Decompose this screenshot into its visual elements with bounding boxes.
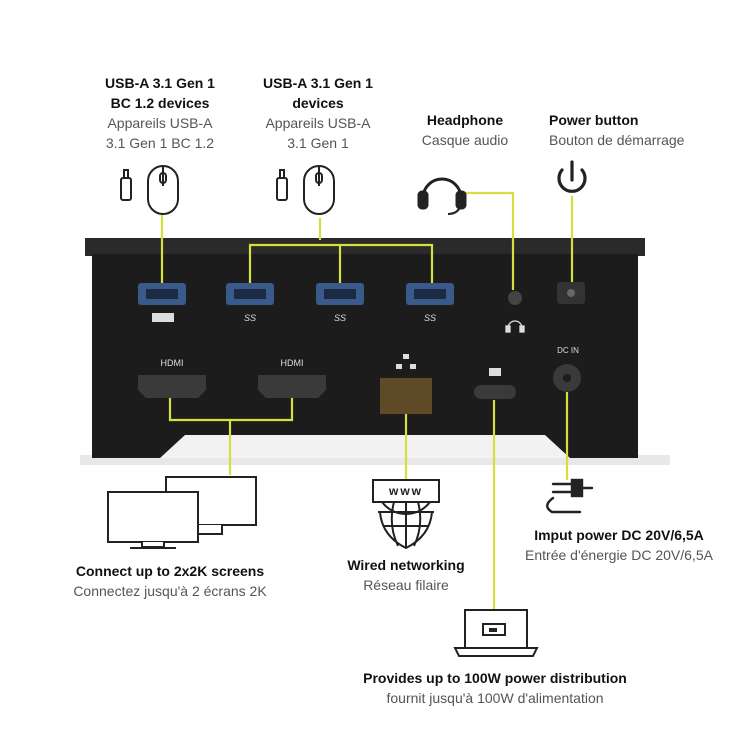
- label-screens: Connect up to 2x2K screens Connectez jus…: [73, 563, 267, 599]
- audio-jack-icon: [505, 320, 525, 333]
- usb-port-1: [226, 283, 274, 305]
- power-led: [567, 289, 575, 297]
- usb-port-2: [316, 283, 364, 305]
- usb-port-3: [406, 283, 454, 305]
- label-usb-std: USB-A 3.1 Gen 1 devices Appareils USB-A …: [263, 75, 373, 151]
- label-usb-bc: USB-A 3.1 Gen 1 BC 1.2 devices Appareils…: [105, 75, 215, 151]
- connector-lines: [160, 191, 574, 610]
- device-base-shadow: [80, 455, 670, 465]
- ss-label-1: SS: [243, 313, 256, 323]
- ethernet-port: [380, 378, 432, 414]
- hdmi-label-2: HDMI: [280, 358, 304, 368]
- device-foot-notch: [160, 435, 570, 458]
- monitors-icon: [107, 476, 257, 549]
- ss-label-2: SS: [333, 313, 346, 323]
- usb-mouse-icon-1: [120, 165, 179, 215]
- usb-c-icon: [489, 368, 501, 376]
- hdmi-port-1: [138, 375, 206, 398]
- headphone-icon: [417, 177, 467, 215]
- www-label: www: [388, 484, 423, 498]
- globe-www-icon: [372, 479, 440, 550]
- label-headphone: Headphone Casque audio: [421, 112, 509, 148]
- device-top: [85, 238, 645, 256]
- label-network: Wired networking Réseau filaire: [347, 557, 465, 593]
- label-power-dist: Provides up to 100W power distribution f…: [363, 670, 627, 706]
- usb-port-bc: [138, 283, 186, 322]
- usb-c-port: [474, 385, 516, 399]
- laptop-icon: [453, 609, 539, 657]
- network-icon: [396, 354, 416, 369]
- audio-jack: [508, 291, 522, 305]
- label-input-power: Imput power DC 20V/6,5A Entrée d'énergie…: [525, 527, 713, 563]
- power-icon: [557, 160, 587, 193]
- hdmi-label-1: HDMI: [160, 358, 184, 368]
- dc-in-port-center: [563, 374, 571, 382]
- usb-mouse-icon-2: [276, 165, 335, 215]
- label-power-button: Power button Bouton de démarrage: [549, 112, 685, 148]
- hdmi-port-2: [258, 375, 326, 398]
- dc-in-label: DC IN: [557, 346, 579, 355]
- ss-label-3: SS: [423, 313, 436, 323]
- dc-plug-icon: [546, 478, 594, 514]
